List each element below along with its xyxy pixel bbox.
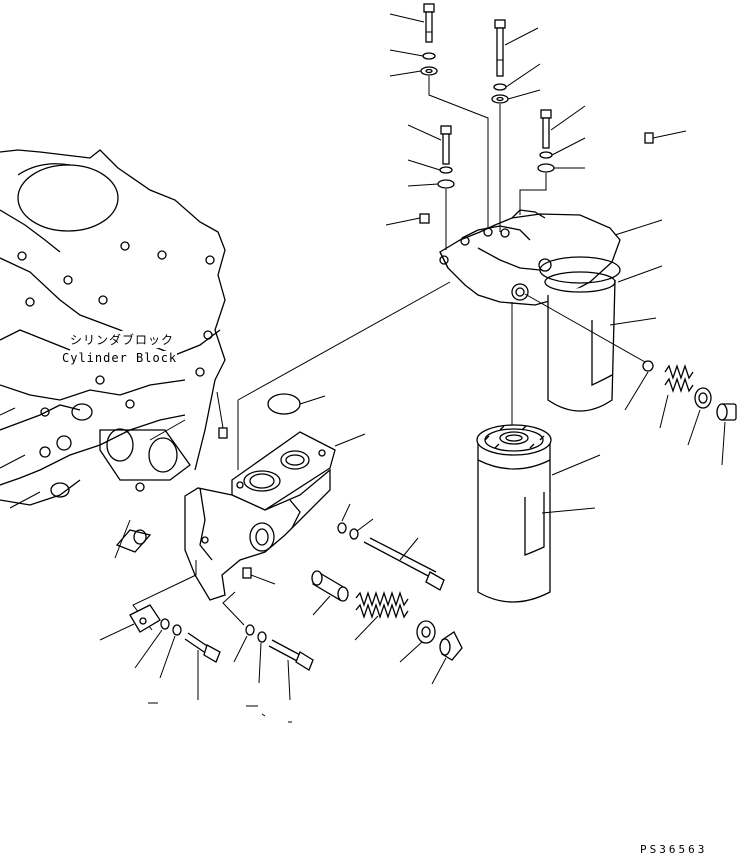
relief-valve-parts-right [524, 293, 737, 466]
plunger [311, 570, 349, 602]
adapter-body [132, 281, 451, 631]
filter-cartridge [476, 424, 601, 603]
long-bolt [363, 537, 445, 591]
bottom-fasteners [99, 604, 314, 723]
filter-head-assembly [439, 209, 621, 430]
bolt-bottom-2 [268, 639, 314, 671]
top-leader-lines [385, 13, 687, 326]
drawing-code: PS36563 [640, 843, 708, 856]
cylinder-block-label-english: Cylinder Block [62, 351, 178, 365]
bolt-1 [423, 3, 435, 43]
cylinder-block-label-japanese: シリンダブロック [70, 331, 175, 348]
spring-middle [355, 590, 409, 620]
bolt-4 [440, 125, 452, 165]
bolt-2 [494, 19, 506, 77]
plug-right [716, 403, 737, 421]
block-leader-lines [0, 407, 186, 559]
spring-right [664, 363, 694, 394]
cylinder-block [0, 149, 226, 553]
adapter-side-parts [311, 503, 463, 685]
bolt-3 [540, 109, 552, 149]
plug-middle [439, 631, 463, 661]
bolt-bottom-1 [184, 632, 221, 663]
